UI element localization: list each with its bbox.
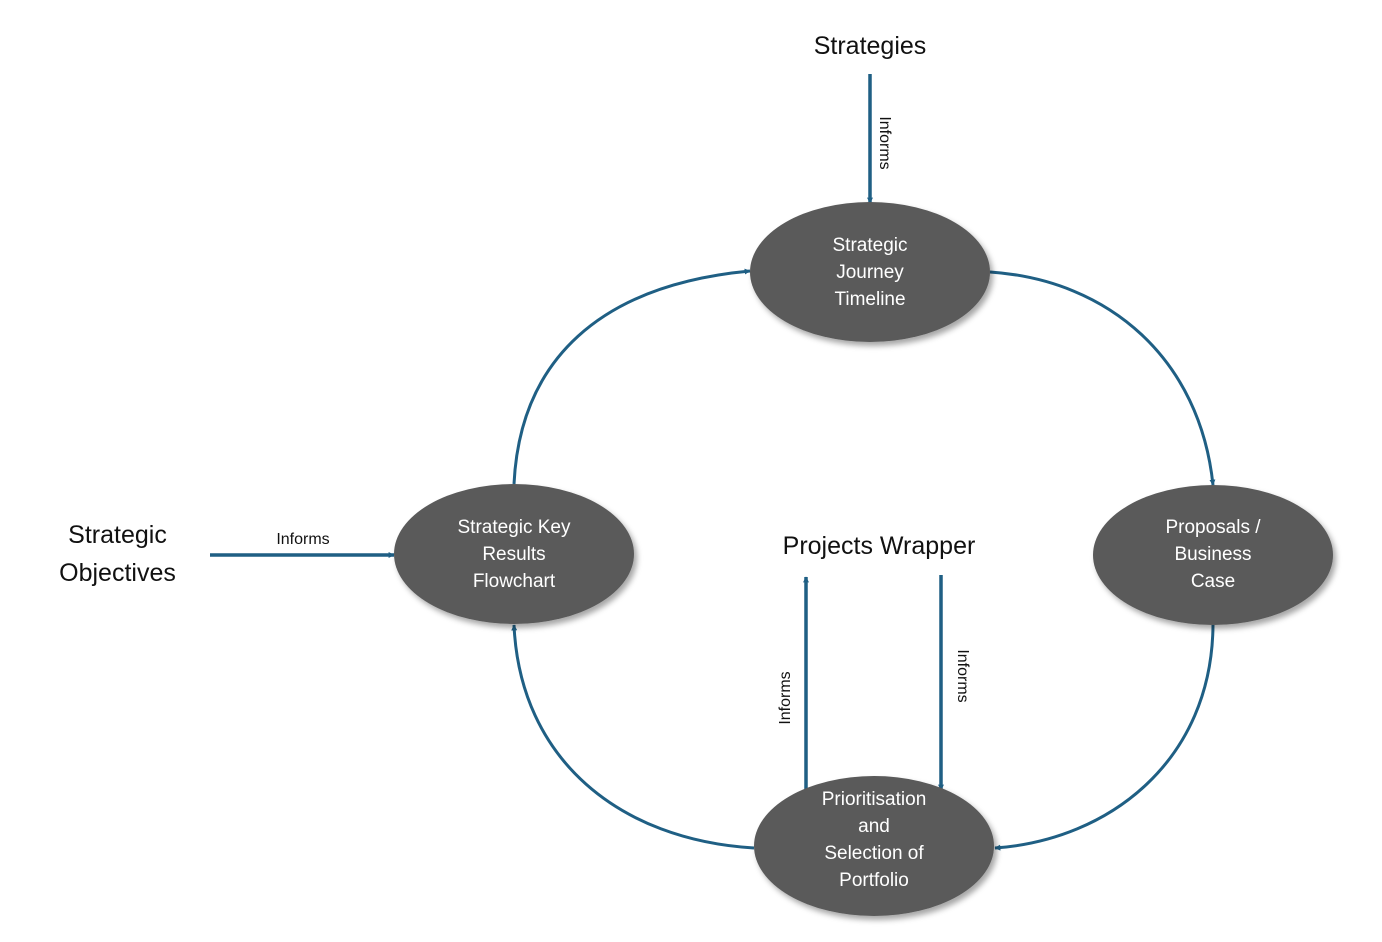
node-strategic-journey-timeline	[750, 202, 990, 342]
strategies-label: Strategies	[813, 32, 927, 60]
node-journey-line-2: Journey	[836, 261, 904, 283]
node-text-proposals: Proposals / Business Case	[1113, 502, 1313, 606]
node-prioritisation-line-1: Prioritisation	[821, 789, 927, 810]
node-text-key-results: Strategic Key Results Flowchart	[414, 502, 614, 606]
node-proposals-line-2: Business	[1174, 543, 1252, 565]
informs-label-strategies: Informs	[876, 116, 893, 170]
node-key-results-line-3: Flowchart	[472, 570, 556, 592]
arrow-journey-to-proposals	[989, 270, 1216, 486]
node-prioritisation-selection	[754, 776, 994, 916]
node-strategic-key-results	[394, 484, 634, 624]
arrow-key-results-to-journey	[512, 268, 751, 485]
informs-label-objectives: Informs	[276, 531, 330, 548]
node-prioritisation-line-2: and	[858, 816, 890, 837]
node-journey-line-3: Timeline	[834, 288, 906, 310]
arrow-prioritisation-to-key-results	[511, 624, 755, 850]
objectives-line-2: Objectives	[59, 559, 176, 587]
informs-label-wrapper-to-prioritisation: Informs	[954, 649, 971, 703]
node-text-journey: Strategic Journey Timeline	[770, 220, 970, 324]
node-prioritisation-line-4: Portfolio	[839, 870, 909, 891]
node-journey-line-1: Strategic	[832, 234, 908, 256]
node-prioritisation-line-3: Selection of	[824, 843, 924, 864]
strategic-objectives-label: Strategic Objectives	[30, 516, 205, 592]
informs-label-prioritisation-to-wrapper: Informs	[777, 671, 794, 725]
objectives-line-1: Strategic	[68, 521, 167, 549]
node-key-results-line-2: Results	[482, 543, 546, 565]
node-key-results-line-1: Strategic Key	[457, 516, 571, 538]
projects-wrapper-label: Projects Wrapper	[782, 532, 976, 560]
node-proposals-line-1: Proposals /	[1165, 516, 1261, 538]
node-proposals-line-3: Case	[1190, 570, 1236, 592]
node-proposals-business-case	[1093, 485, 1333, 625]
node-text-prioritisation: Prioritisation and Selection of Portfoli…	[774, 778, 974, 902]
arrow-proposals-to-prioritisation	[994, 624, 1215, 851]
